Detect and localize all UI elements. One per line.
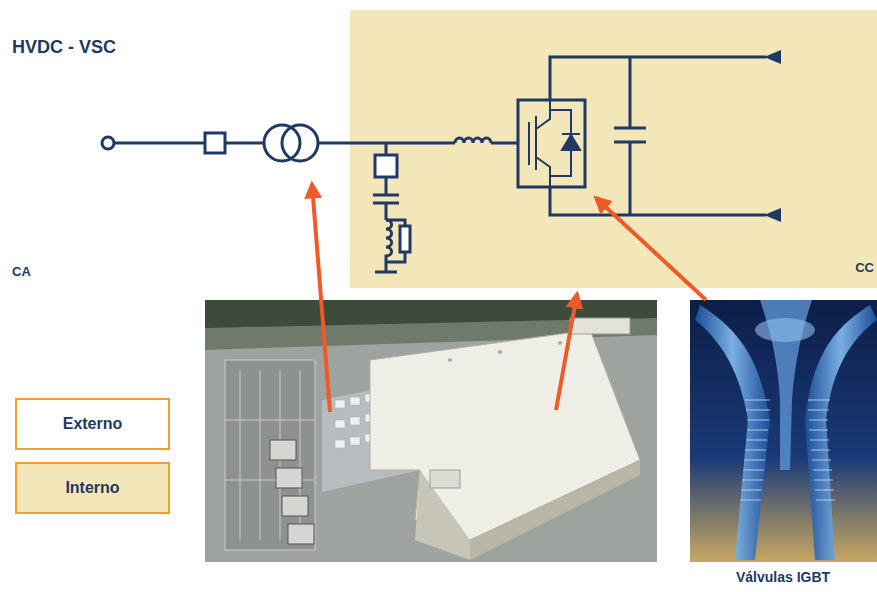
- legend-entry: Externo: [15, 398, 170, 450]
- reactor-symbol: [455, 138, 491, 143]
- dc-wire: [550, 57, 766, 215]
- internal-region: [350, 10, 877, 288]
- label-holder: CC: [855, 260, 874, 275]
- legend-swatch: Interno: [15, 462, 170, 514]
- converter-box: [518, 100, 585, 187]
- legend-swatch: Externo: [15, 398, 170, 450]
- label-holder: CA: [12, 264, 31, 279]
- filter-wire: [385, 143, 388, 155]
- legend-entry: Interno: [15, 462, 170, 514]
- ac-terminal: [102, 137, 114, 149]
- dc-terminal: [764, 50, 781, 222]
- transformer-symbol: [282, 125, 318, 161]
- title-holder: HVDC - VSC: [12, 37, 116, 58]
- station-photo: [205, 300, 657, 562]
- legend-text: Interno: [65, 479, 119, 497]
- ac-wire: [491, 142, 518, 145]
- dc-capacitor: [614, 57, 646, 215]
- filter-capacitor: [373, 177, 399, 220]
- filter-inductor: [386, 220, 392, 262]
- igbt-valve-photo: [690, 300, 877, 562]
- leader-arrow: [312, 184, 706, 412]
- photo-caption: Válvulas IGBT: [736, 569, 830, 585]
- single-line-circuit: [102, 57, 766, 272]
- legend-text: Externo: [63, 415, 123, 433]
- resistor-symbol: [400, 226, 410, 252]
- ac-wire: [114, 142, 205, 145]
- ac-wire: [225, 142, 264, 145]
- label-holder: Válvulas IGBT: [736, 569, 830, 585]
- ground-symbol: [375, 262, 397, 272]
- diagram-title: HVDC - VSC: [12, 37, 116, 58]
- side-label: CA: [12, 264, 31, 279]
- igbt-symbol: [529, 100, 580, 187]
- breaker-symbol: [375, 155, 397, 177]
- breaker-symbol: [205, 133, 225, 153]
- side-label: CC: [855, 260, 874, 275]
